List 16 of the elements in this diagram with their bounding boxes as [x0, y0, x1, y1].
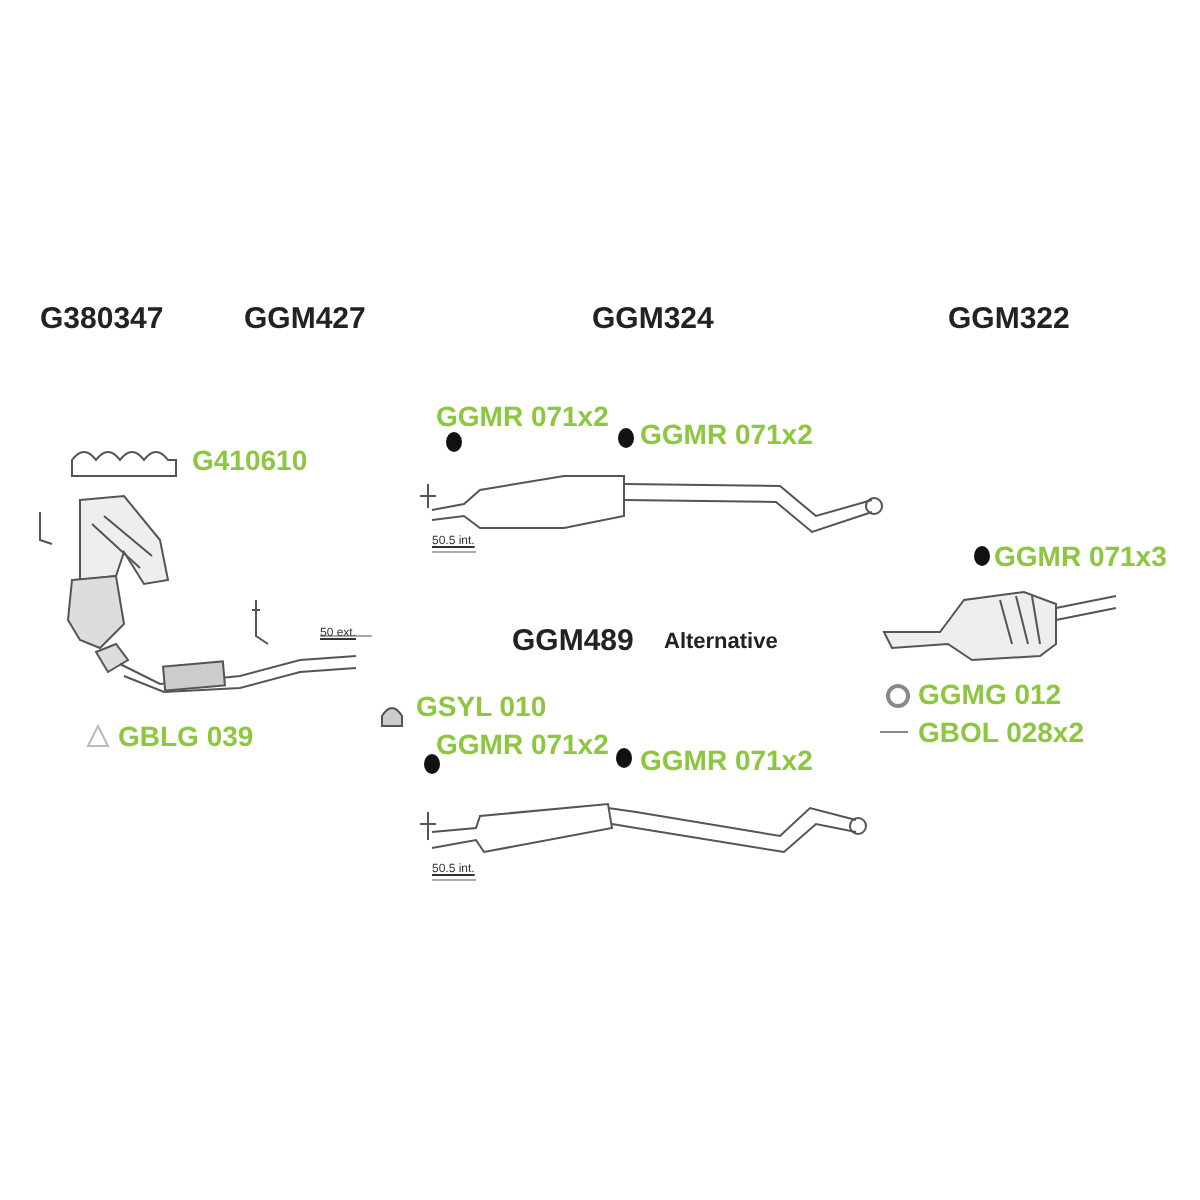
part-number-heading: GGM427: [244, 304, 366, 334]
part-number-heading: GGM322: [948, 304, 1070, 334]
part-number: GGMR 071x3: [994, 542, 1167, 570]
part-number: GGMR 071x2: [640, 746, 813, 774]
part-number: GGMR 071x2: [436, 730, 609, 758]
part-number: GSYL 010: [416, 692, 547, 720]
part-number-heading: GGM489: [512, 626, 634, 656]
part-number: GGMR 071x2: [640, 420, 813, 448]
part-number: GBLG 039: [118, 722, 254, 750]
note: Alternative: [664, 632, 778, 654]
part-number-heading: G380347: [40, 304, 164, 334]
part-number: GGMG 012: [918, 680, 1062, 708]
part-number: G410610: [192, 446, 308, 474]
part-number-heading: GGM324: [592, 304, 714, 334]
part-number: GBOL 028x2: [918, 718, 1085, 746]
part-number: GGMR 071x2: [436, 402, 609, 430]
